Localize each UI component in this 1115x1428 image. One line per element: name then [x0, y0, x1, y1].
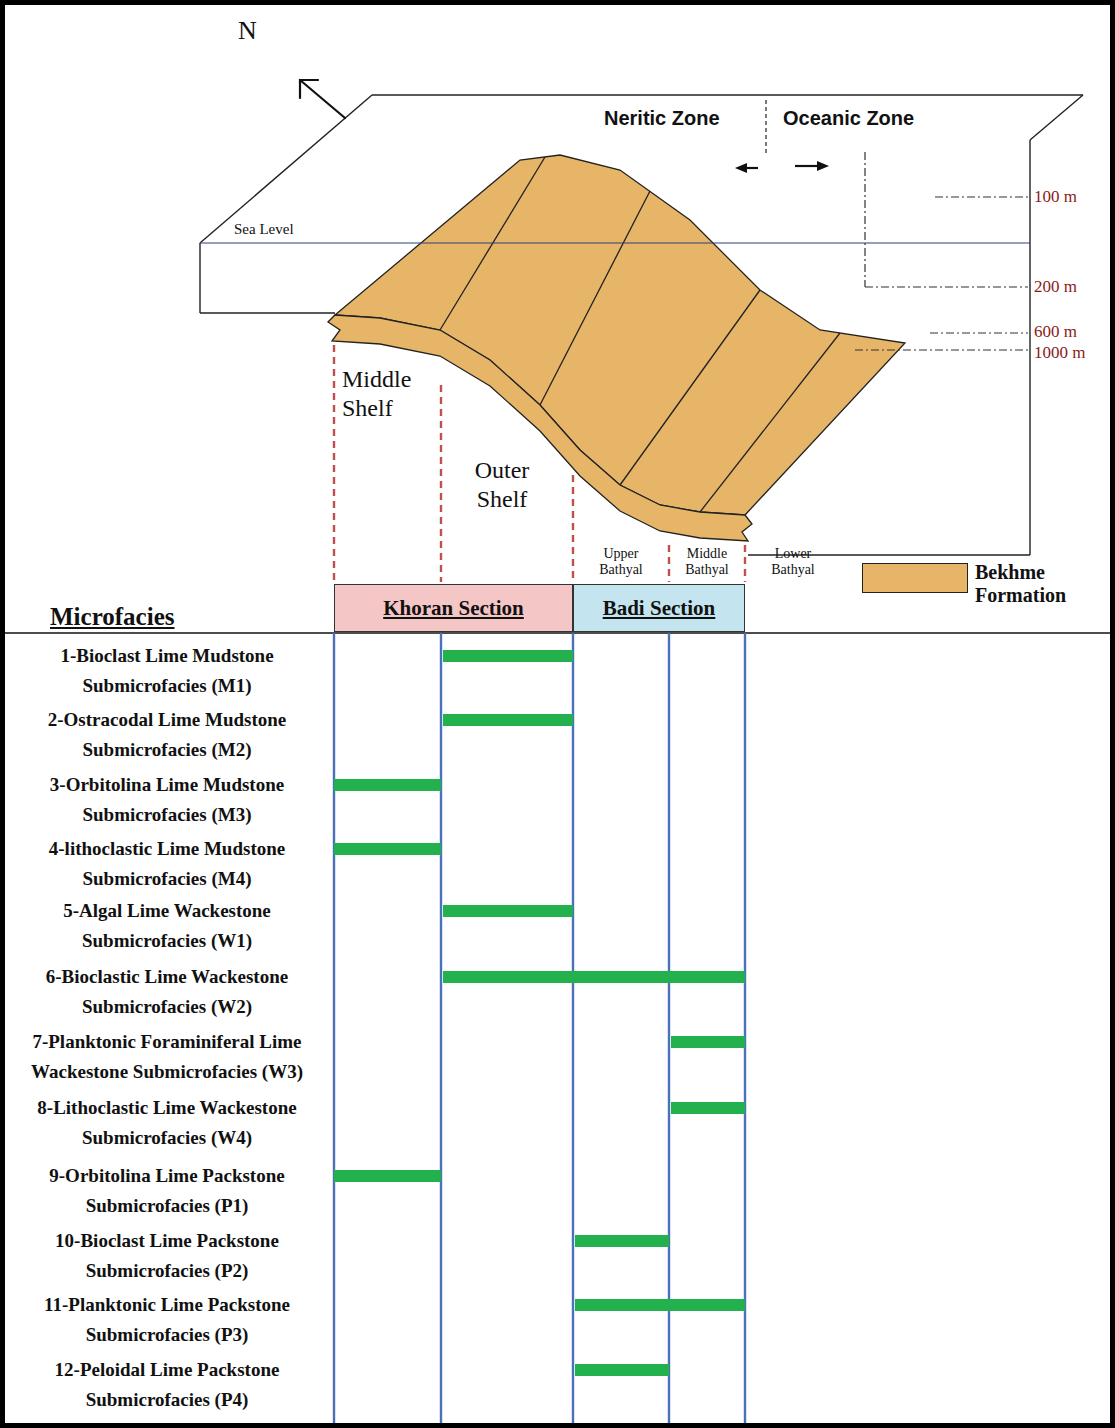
- zone-divider: [540, 191, 650, 405]
- depth-line: [930, 332, 1028, 333]
- frame: [3, 3, 1113, 1426]
- legend-entry: Bekhme Formation: [862, 563, 1102, 613]
- section-title: Khoran Section: [383, 596, 524, 621]
- arrow-head: [735, 163, 747, 173]
- microfacies-label: 10-Bioclast Lime Packstone Submicrofacie…: [5, 1226, 329, 1286]
- microfacies-label: 5-Algal Lime Wackestone Submicrofacies (…: [5, 896, 329, 956]
- column-lines: [334, 633, 745, 1428]
- zone-line: [572, 475, 574, 582]
- zone-name: Middle Shelf: [342, 365, 437, 423]
- depth-line: [935, 196, 1028, 197]
- zone-line: [333, 345, 335, 582]
- zone-label: Oceanic Zone: [783, 106, 948, 130]
- zone-name: Upper Bathyal: [588, 546, 654, 578]
- range-bar: [443, 971, 745, 983]
- depth-label: 200 m: [1034, 277, 1108, 297]
- sea-level-line: [200, 242, 1030, 243]
- arrow-head: [300, 80, 318, 98]
- zone-divider: [700, 333, 840, 512]
- zone-line: [744, 545, 746, 582]
- arrow-head: [817, 161, 829, 171]
- microfacies-label: 8-Lithoclastic Lime Wackestone Submicrof…: [5, 1093, 329, 1153]
- range-bar: [575, 1235, 669, 1247]
- range-bar: [671, 1102, 745, 1114]
- header-rule: [0, 632, 1115, 634]
- range-bar: [443, 905, 573, 917]
- microfacies-label: 1-Bioclast Lime Mudstone Submicrofacies …: [5, 641, 329, 701]
- zone-line: [440, 385, 442, 582]
- microfacies-label: 4-lithoclastic Lime Mudstone Submicrofac…: [5, 834, 329, 894]
- north-arrow: [300, 80, 345, 118]
- legend-swatch: [862, 563, 968, 593]
- arrow-shaft: [795, 165, 818, 167]
- block-edge: [372, 94, 1083, 95]
- zone-divider: [620, 290, 760, 485]
- zone-lines: [334, 345, 745, 582]
- range-bar: [671, 1036, 745, 1048]
- range-bar: [443, 650, 573, 662]
- range-bar: [334, 779, 441, 791]
- block-edge: [200, 95, 372, 243]
- zone-arrows: [735, 161, 829, 173]
- section-title: Badi Section: [603, 596, 716, 621]
- zone-name: Middle Bathyal: [674, 546, 740, 578]
- microfacies-label: 11-Planktonic Lime Packstone Submicrofac…: [5, 1290, 329, 1350]
- section-box: Khoran Section: [334, 584, 573, 632]
- microfacies-label: 12-Peloidal Lime Packstone Submicrofacie…: [5, 1355, 329, 1415]
- north-label: N: [238, 16, 282, 46]
- microfacies-label: 7-Planktonic Foraminiferal Lime Wackesto…: [5, 1027, 329, 1087]
- legend-text: Bekhme Formation: [975, 561, 1097, 607]
- range-bar: [334, 843, 441, 855]
- formation-front: [328, 315, 752, 541]
- zone-name: Outer Shelf: [452, 456, 552, 514]
- range-bar: [443, 714, 573, 726]
- column-line: [440, 633, 442, 1428]
- depth-lines: [855, 152, 1028, 350]
- sea-level-label: Sea Level: [234, 221, 324, 238]
- zone-name: Lower Bathyal: [760, 546, 826, 578]
- microfacies-label: 2-Ostracodal Lime Mudstone Submicrofacie…: [5, 705, 329, 765]
- depth-line: [855, 349, 1028, 350]
- zone-boundary: [765, 100, 766, 156]
- depth-line: [865, 286, 1028, 287]
- column-line: [572, 633, 574, 1428]
- block-edge: [1029, 140, 1030, 555]
- block-edge: [1030, 95, 1083, 140]
- depth-line: [864, 152, 865, 287]
- range-bar: [575, 1364, 669, 1376]
- microfacies-label: 6-Bioclastic Lime Wackestone Submicrofac…: [5, 962, 329, 1022]
- range-bar: [575, 1299, 745, 1311]
- range-bar: [334, 1170, 441, 1182]
- zone-line: [668, 545, 670, 582]
- depth-label: 600 m: [1034, 322, 1108, 342]
- microfacies-label: 3-Orbitolina Lime Mudstone Submicrofacie…: [5, 770, 329, 830]
- block-edge: [199, 243, 200, 313]
- microfacies-label: 9-Orbitolina Lime Packstone Submicrofaci…: [5, 1161, 329, 1221]
- block-edge: [200, 312, 335, 313]
- zone-label: Neritic Zone: [604, 106, 764, 130]
- section-box: Badi Section: [573, 584, 745, 632]
- depth-label: 1000 m: [1034, 343, 1108, 363]
- arrow-shaft: [300, 80, 345, 118]
- column-heading: Microfacies: [50, 602, 270, 632]
- range-bars: [334, 650, 745, 1376]
- column-line: [333, 633, 335, 1428]
- block-outline: [200, 95, 1083, 555]
- depth-label: 100 m: [1034, 187, 1108, 207]
